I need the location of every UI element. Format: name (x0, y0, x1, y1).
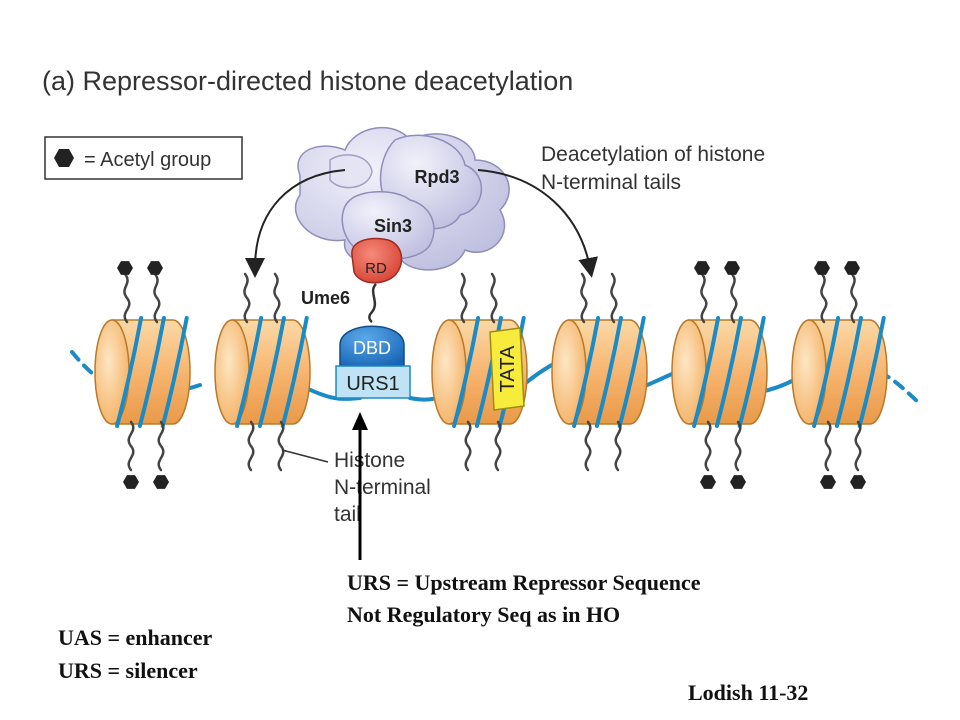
tata-label: TATA (497, 345, 519, 392)
nucleosome (791, 316, 888, 428)
histone-tail (490, 272, 498, 324)
histone-tail (584, 420, 592, 472)
acetyl-legend: = Acetyl group (44, 136, 243, 180)
histone-label-line3: tail (334, 503, 361, 526)
ume6-label: Ume6 (301, 288, 350, 308)
histone-tail (730, 272, 738, 324)
histone-tail (580, 272, 588, 324)
ume6-linker (368, 283, 378, 324)
nucleosome (214, 316, 311, 428)
urs-definition-line1: URS = Upstream Repressor Sequence (347, 570, 701, 595)
rpd3-sin3-complex (294, 126, 510, 271)
urs-pointer-arrowhead (352, 412, 368, 430)
rd-label: RD (365, 260, 387, 277)
acetyl-group (850, 475, 866, 489)
histone-tail-pointer (281, 449, 329, 463)
acetyl-group (814, 261, 830, 275)
acetyl-group (147, 261, 163, 275)
legend-label: = Acetyl group (84, 149, 211, 171)
histone-tail (734, 420, 742, 472)
histone-tail (850, 272, 858, 324)
rd-domain (351, 237, 403, 284)
histone-tail (700, 272, 708, 324)
urs-silencer-note: URS = silencer (58, 658, 198, 683)
histone-tail (460, 272, 468, 324)
urs-definition-line2: Not Regulatory Seq as in HO (347, 602, 620, 627)
histone-tail (247, 420, 255, 472)
deacetylation-label-line1: Deacetylation of histone (541, 143, 765, 166)
histone-tail (494, 420, 502, 472)
acetyl-group (117, 261, 133, 275)
histone-tail (123, 272, 131, 324)
acetyl-group (700, 475, 716, 489)
uas-note: UAS = enhancer (58, 625, 213, 650)
dbd-label: DBD (353, 338, 391, 358)
left-deacetylation-arrow (245, 169, 346, 278)
histone-tail (854, 420, 862, 472)
histone-tail (614, 420, 622, 472)
nucleosome (671, 316, 768, 428)
histone-label-line2: N-terminal (334, 476, 431, 499)
histone-tail (824, 420, 832, 472)
histone-tail (153, 272, 161, 324)
acetyl-group (694, 261, 710, 275)
right-deacetylation-arrow (477, 169, 598, 278)
histone-tail (820, 272, 828, 324)
histone-tail (127, 420, 135, 472)
acetyl-group (153, 475, 169, 489)
acetyl-group (730, 475, 746, 489)
sin3-label: Sin3 (374, 216, 412, 236)
hexagon-icon (54, 149, 74, 167)
dbd-domain (339, 325, 405, 367)
nucleosome: TATA (431, 316, 528, 428)
nucleosome (551, 316, 648, 428)
histone-tail (157, 420, 165, 472)
tata-box: TATA (489, 327, 525, 411)
histone-tail (243, 272, 251, 324)
histone-tail (464, 420, 472, 472)
acetyl-group (123, 475, 139, 489)
acetyl-group (844, 261, 860, 275)
citation: Lodish 11-32 (688, 680, 808, 705)
urs1-label: URS1 (346, 373, 399, 395)
deacetylation-label-line2: N-terminal tails (541, 171, 681, 194)
acetyl-group (820, 475, 836, 489)
histone-tail (704, 420, 712, 472)
acetyl-group (724, 261, 740, 275)
histone-tail (273, 272, 281, 324)
rpd3-label: Rpd3 (415, 167, 460, 187)
histone-tail (610, 272, 618, 324)
diagram-title: (a) Repressor-directed histone deacetyla… (42, 66, 573, 96)
urs1-box (335, 365, 411, 399)
histone-label-line1: Histone (334, 449, 405, 472)
histone-tail (277, 420, 285, 472)
nucleosome (94, 316, 191, 428)
